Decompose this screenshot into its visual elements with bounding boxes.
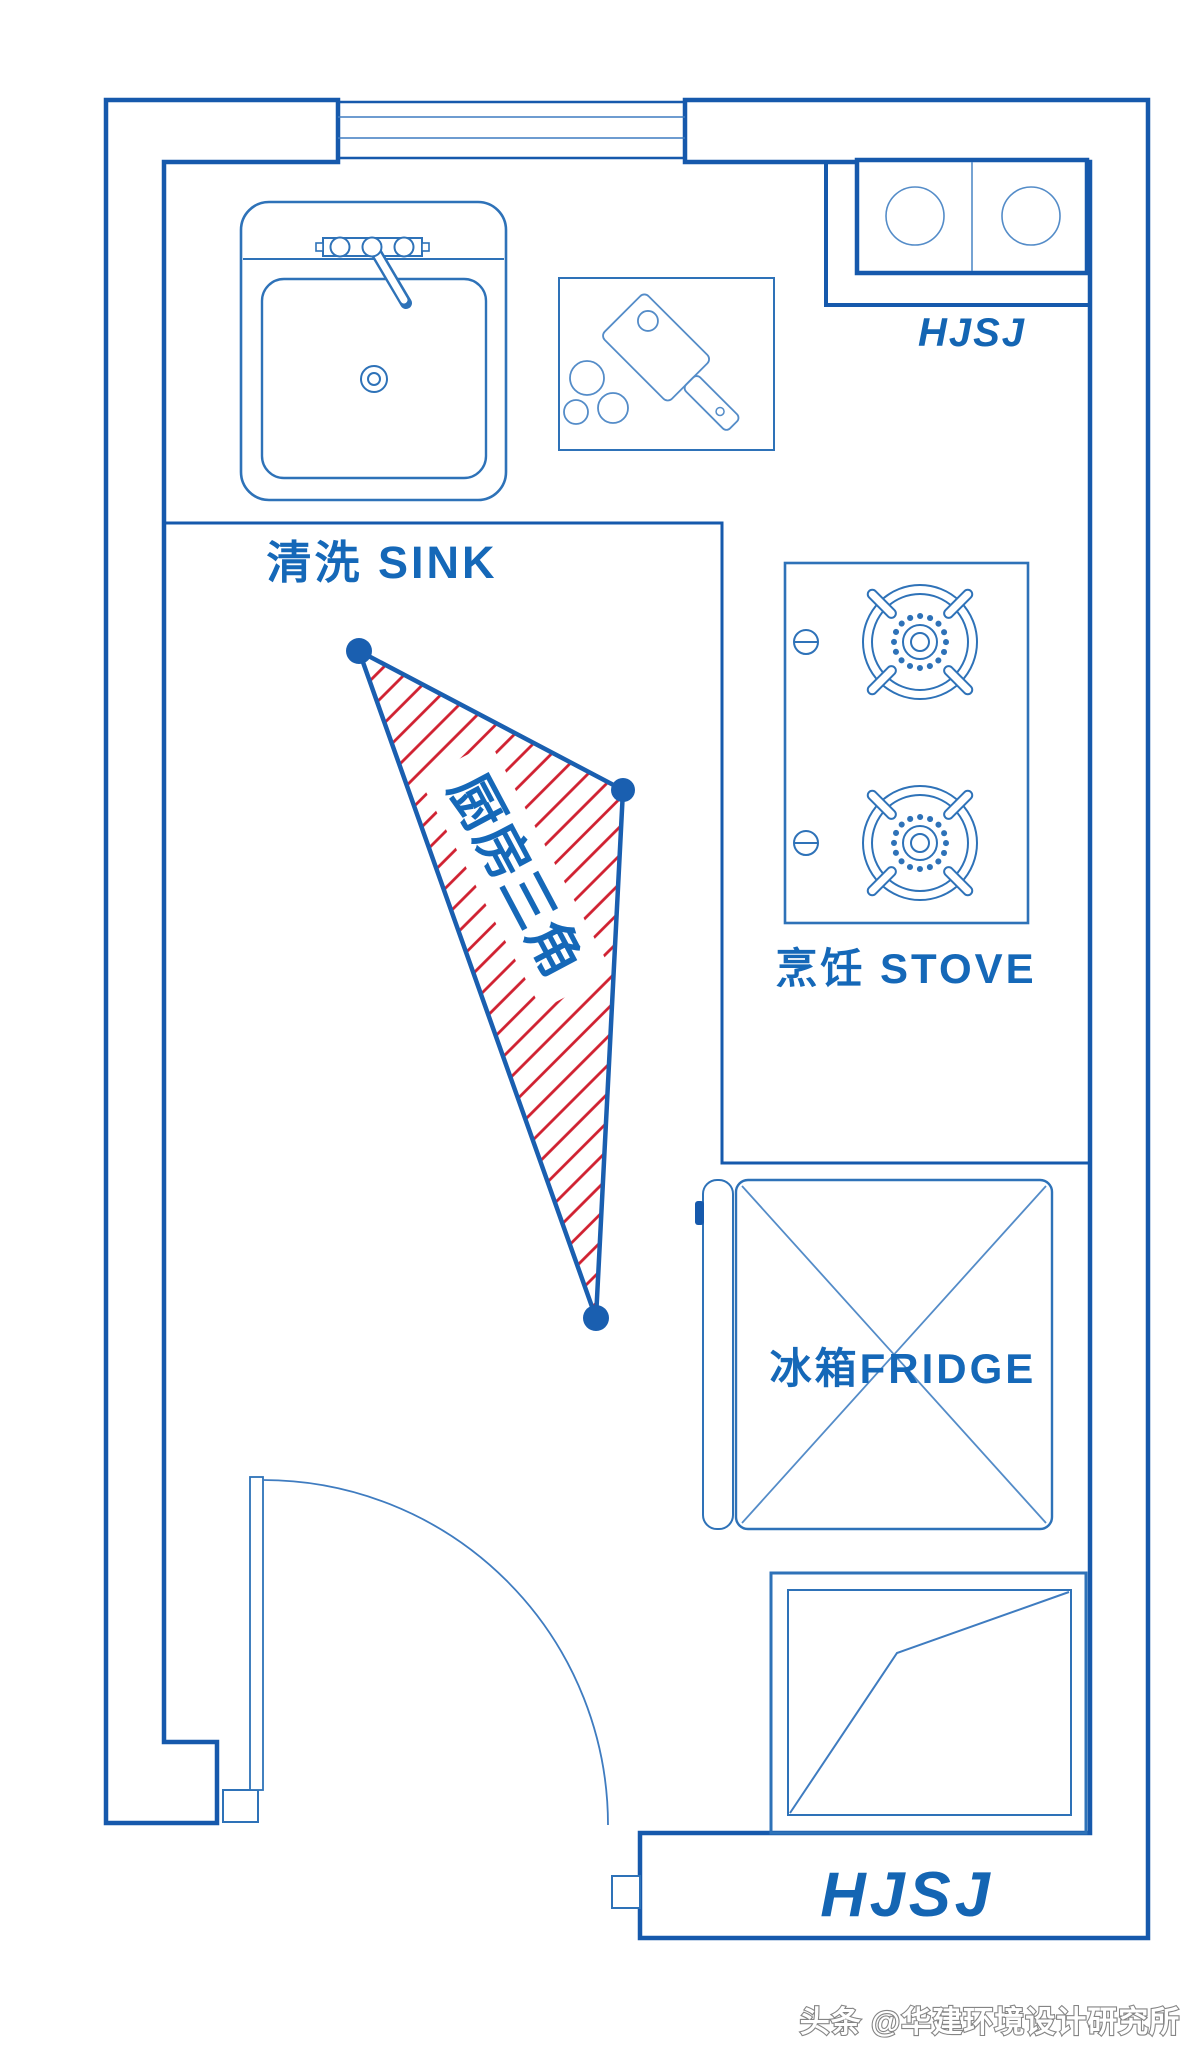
knob-icon xyxy=(793,629,819,856)
sink-icon xyxy=(239,200,508,502)
wall-right-bottom xyxy=(637,97,1151,1941)
door-icon xyxy=(222,1476,641,1909)
triangle-vertex-stove xyxy=(611,778,635,802)
stove-label: 烹饪 STOVE xyxy=(775,945,1036,992)
washer-icon xyxy=(854,157,1090,276)
logo-top: HJSJ xyxy=(918,311,1026,355)
garlic-icon xyxy=(563,360,629,425)
triangle-vertex-sink xyxy=(346,638,372,664)
counter-lines xyxy=(164,160,1090,1165)
wall-left-top xyxy=(103,97,341,1826)
cleaver-icon xyxy=(602,293,740,431)
walls xyxy=(103,97,1151,1941)
triangle-vertex-fridge xyxy=(583,1305,609,1331)
fridge-handle xyxy=(695,1201,704,1225)
work-triangle: 厨房三角 xyxy=(346,638,635,1331)
logo-bottom: HJSJ xyxy=(820,1860,994,1930)
sink-label: 清洗 SINK xyxy=(266,537,497,588)
faucet-icon xyxy=(315,236,430,309)
burner-icon xyxy=(862,584,978,700)
cutting-board-icon xyxy=(558,277,775,451)
fridge-icon xyxy=(695,1178,1054,1531)
burner-icon xyxy=(862,785,978,901)
stove-icon xyxy=(783,561,1030,925)
watermark: 头条 @华建环境设计研究所 xyxy=(800,2005,1181,2039)
triangle-label-band xyxy=(419,742,613,1010)
fridge-label: 冰箱FRIDGE xyxy=(770,1345,1037,1392)
vent-icon xyxy=(769,1571,1088,1835)
window-icon xyxy=(338,100,685,160)
